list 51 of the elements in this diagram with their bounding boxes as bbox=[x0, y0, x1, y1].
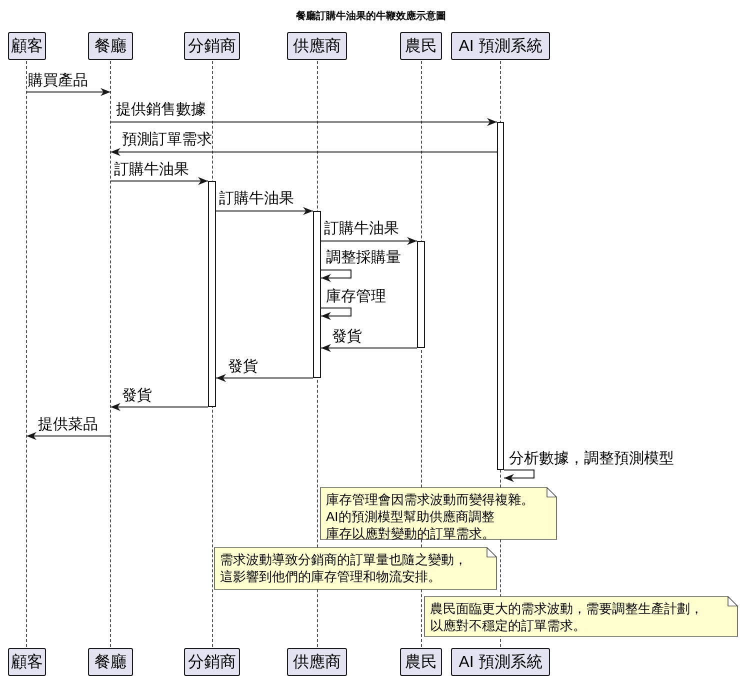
message-label: 購買產品 bbox=[28, 72, 88, 90]
message-arrow bbox=[320, 344, 418, 352]
message-arrow bbox=[110, 118, 498, 126]
message-arrow bbox=[504, 470, 534, 482]
activation-bar bbox=[313, 211, 321, 378]
message-label: 提供菜品 bbox=[38, 416, 98, 434]
participant-box: AI 預測系統 bbox=[451, 32, 550, 60]
message-label: 訂購牛油果 bbox=[219, 190, 294, 208]
message-arrow bbox=[216, 374, 314, 382]
message-arrow bbox=[320, 270, 352, 282]
participant-box: 農民 bbox=[400, 32, 442, 60]
participant-box: AI 預測系統 bbox=[451, 648, 550, 676]
message-label: 調整採購量 bbox=[326, 249, 401, 267]
message-arrow bbox=[216, 207, 314, 215]
participant-box: 農民 bbox=[400, 648, 442, 676]
participant-box: 供應商 bbox=[287, 32, 347, 60]
participant-box: 顧客 bbox=[8, 648, 46, 676]
message-arrow bbox=[110, 403, 208, 411]
activation-bar bbox=[208, 181, 216, 407]
participant-box: 供應商 bbox=[287, 648, 347, 676]
note bbox=[320, 487, 557, 540]
message-arrow bbox=[320, 237, 418, 245]
note bbox=[214, 547, 497, 590]
lifeline bbox=[110, 61, 111, 647]
participant-box: 分銷商 bbox=[184, 32, 240, 60]
title: 餐廳訂購牛油果的牛鞭效應示意圖 bbox=[296, 9, 446, 24]
message-arrow bbox=[110, 177, 208, 185]
message-label: 提供銷售數據 bbox=[116, 101, 206, 119]
note-text: 農民面臨更大的需求波動，需要調整生產計劃，以應對不穩定的訂單需求。 bbox=[430, 600, 704, 634]
participant-box: 餐廳 bbox=[88, 648, 133, 676]
note-text: 需求波動導致分銷商的訂單量也隨之變動，這影響到他們的庫存管理和物流安排。 bbox=[220, 551, 468, 585]
message-label: 分析數據，調整預測模型 bbox=[509, 450, 674, 468]
activation-bar bbox=[417, 241, 425, 348]
message-arrow bbox=[110, 148, 498, 156]
participant-box: 餐廳 bbox=[88, 32, 133, 60]
message-arrow bbox=[26, 88, 111, 96]
message-label: 發貨 bbox=[122, 387, 152, 405]
message-label: 訂購牛油果 bbox=[114, 161, 189, 179]
message-label: 發貨 bbox=[228, 358, 258, 376]
message-label: 預測訂單需求 bbox=[122, 131, 212, 149]
note-text: 庫存管理會因需求波動而變得複雜。AI的預測模型幫助供應商調整庫存以應對變動的訂單需求。 bbox=[326, 491, 535, 542]
message-arrow bbox=[26, 432, 111, 440]
message-label: 發貨 bbox=[332, 328, 362, 346]
participant-box: 顧客 bbox=[8, 32, 46, 60]
note bbox=[424, 596, 738, 637]
lifeline bbox=[26, 61, 27, 647]
participant-box: 分銷商 bbox=[184, 648, 240, 676]
message-arrow bbox=[320, 308, 352, 320]
activation-bar bbox=[497, 122, 504, 470]
message-label: 庫存管理 bbox=[326, 288, 386, 306]
message-label: 訂購牛油果 bbox=[324, 220, 399, 238]
